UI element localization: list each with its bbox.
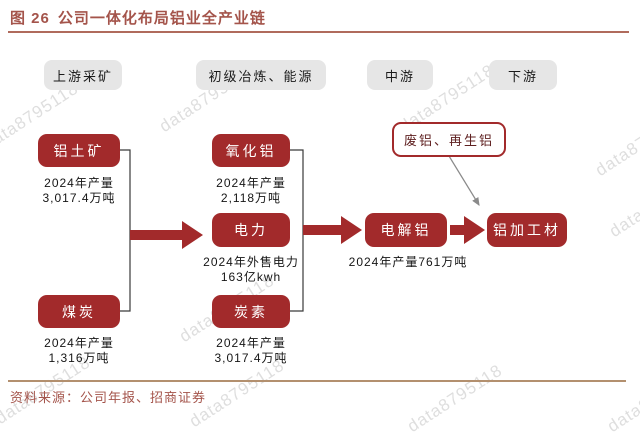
caption-line: 3,017.4万吨 [214,351,288,365]
caption-line: 2024年产量761万吨 [348,255,468,269]
caption-carbon: 2024年产量 3,017.4万吨 [191,336,311,366]
figure-title: 图 26 公司一体化布局铝业全产业链 [10,7,266,28]
arrow-smelting-to-electrolytic [303,216,362,244]
watermark: data8795118 [592,104,640,180]
stage-header-primary-smelting-energy: 初级冶炼、能源 [196,60,326,90]
caption-line: 2024年产量 [44,176,114,190]
title-divider [8,31,629,33]
caption-line: 1,316万吨 [48,351,110,365]
arrow-mining-to-smelting [130,221,203,249]
figure-title-text: 公司一体化布局铝业全产业链 [57,10,266,27]
figure-canvas: data8795118 data8795118 data8795118 data… [0,7,640,436]
node-electrolytic-aluminum: 电解铝 [365,213,447,247]
stage-header-downstream: 下游 [489,60,557,90]
watermark: data8795118 [606,165,640,241]
caption-line: 2,118万吨 [220,191,282,205]
node-aluminum-products: 铝加工材 [487,213,567,247]
caption-line: 2024年产量 [216,336,286,350]
caption-line: 2024年产量 [216,176,286,190]
bracket-middle-column [290,149,304,312]
caption-line: 2024年产量 [44,336,114,350]
node-coal: 煤炭 [38,295,120,328]
watermark: data8795118 [404,360,506,436]
caption-alumina: 2024年产量 2,118万吨 [191,176,311,206]
bracket-left-column [120,149,131,312]
stage-header-upstream-mining: 上游采矿 [44,60,122,90]
node-alumina: 氧化铝 [212,134,290,167]
caption-electrolytic-aluminum: 2024年产量761万吨 [338,255,478,270]
node-bauxite: 铝土矿 [38,134,120,167]
stage-header-midstream: 中游 [367,60,433,90]
node-power: 电力 [212,213,290,247]
arrow-electrolytic-to-products [450,216,485,244]
watermark: data8795118 [604,360,640,436]
arrow-scrap-to-products [448,155,480,207]
source-note: 资料来源：公司年报、招商证券 [10,390,207,405]
caption-coal: 2024年产量 1,316万吨 [19,336,139,366]
caption-bauxite: 2024年产量 3,017.4万吨 [19,176,139,206]
caption-line: 2024年外售电力 [203,255,299,269]
node-carbon: 炭素 [212,295,290,328]
figure-number: 图 26 [10,10,50,27]
caption-line: 163亿kwh [220,270,282,284]
caption-line: 3,017.4万吨 [42,191,116,205]
caption-power: 2024年外售电力 163亿kwh [189,255,313,285]
footer-divider [8,380,626,382]
node-scrap-recycled-aluminum: 废铝、再生铝 [392,122,506,157]
